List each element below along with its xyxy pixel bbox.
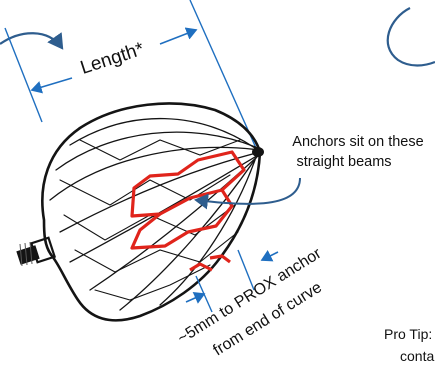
dimension-extension-line: [5, 28, 42, 122]
pro-tip-line1: Pro Tip:: [384, 326, 432, 342]
length-arrow-left: [32, 78, 72, 90]
curved-arrow-icon: [388, 8, 435, 66]
anchors-label-line2: straight beams: [296, 154, 391, 170]
length-arrow-right: [160, 30, 196, 44]
anchors-label-line1: Anchors sit on these: [292, 134, 423, 150]
length-label: Length*: [78, 38, 147, 78]
stent-frame: [42, 104, 264, 321]
pro-tip-line2: conta: [400, 348, 434, 364]
dimension-extension-line: [190, 0, 256, 148]
anchors-pointer-arrow: [196, 178, 300, 204]
anchor-highlight: [132, 152, 244, 270]
prox-arrow-right: [262, 252, 278, 260]
prox-arrow-left: [186, 294, 204, 302]
